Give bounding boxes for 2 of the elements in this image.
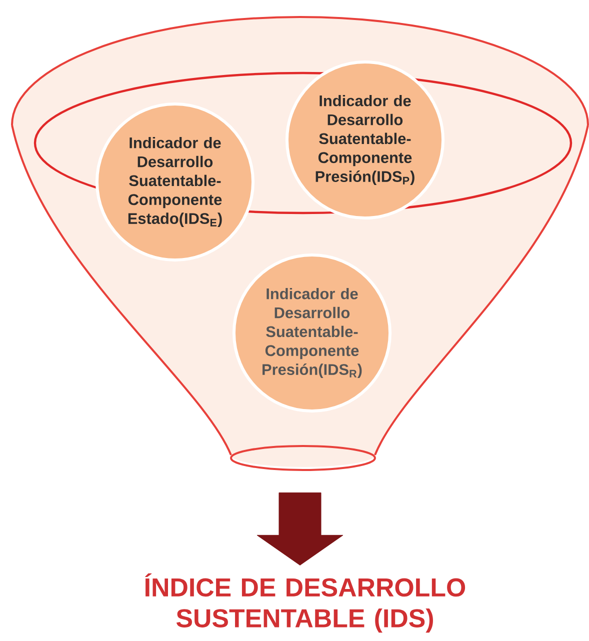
block-arrow [256,492,344,566]
result-title: ÍNDICE DE DESARROLLO SUSTENTABLE (IDS) [145,573,466,633]
